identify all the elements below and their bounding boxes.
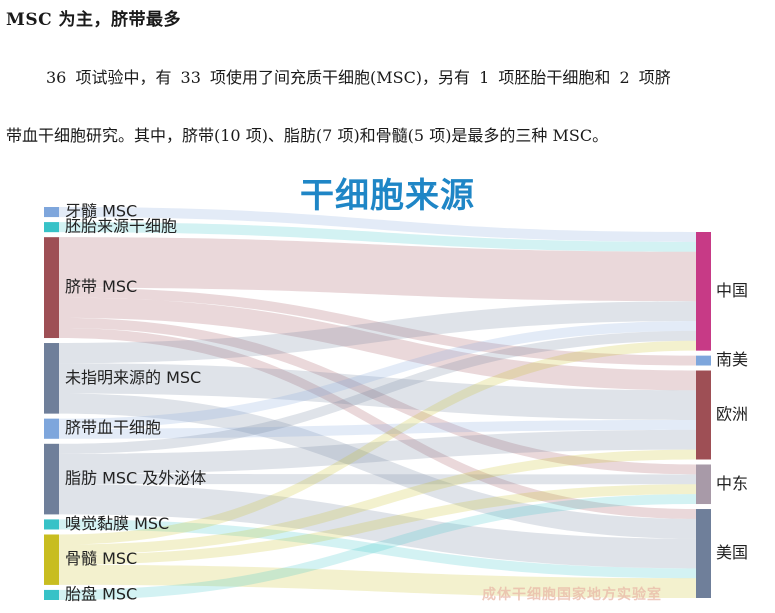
target-node [696,509,711,598]
sankey-link [59,474,696,485]
sankey-link [59,287,696,366]
sankey-link [59,519,696,579]
sankey-link [59,297,696,391]
watermark: 成体干细胞国家地方实验室 [482,587,662,603]
sankey-link [59,484,696,569]
sankey-link [59,393,696,539]
target-node [696,355,711,366]
sankey-link [59,320,696,429]
source-node [44,418,59,439]
source-label: 骨髓 MSC [65,549,137,568]
sankey-link [59,449,696,555]
target-label: 美国 [716,543,748,562]
source-label: 嗅觉黏膜 MSC [65,514,169,533]
sankey-link [59,301,696,364]
sankey-link [59,484,696,565]
target-node [696,464,711,505]
target-label: 中国 [716,281,748,300]
source-label: 脐带 MSC [65,277,137,296]
source-label: 胎盘 MSC [65,584,137,603]
source-node [44,589,59,600]
source-label: 未指明来源的 MSC [65,368,201,387]
sankey-link [59,419,696,439]
paragraph-line-1: 36 项试验中，有 33 项使用了间充质干细胞(MSC)，另有 1 项胚胎干细胞… [46,68,671,87]
target-node [696,370,711,460]
source-node [44,222,59,233]
source-node [44,443,59,515]
sankey-link [59,207,696,242]
source-node [44,534,59,585]
sankey-link [59,340,696,545]
sankey-link [59,494,696,600]
sankey-link [59,363,696,420]
target-label: 南美 [716,350,748,369]
sankey-link [59,330,696,454]
paragraph-line-2: 带血干细胞研究。其中，脐带(10 项)、脂肪(7 项)和骨髓(5 项)是最多的三… [6,126,609,145]
sankey-link [59,222,696,252]
sankey-link [59,429,696,475]
source-node [44,237,59,339]
sankey-link [59,237,696,302]
source-node [44,207,59,218]
source-label: 脂肪 MSC 及外泌体 [65,469,206,488]
target-label: 中东 [716,474,748,493]
target-node [696,232,711,351]
section-heading: MSC 为主，脐带最多 [6,10,182,30]
source-label: 胚胎来源干细胞 [65,217,177,236]
sankey-link [59,564,696,598]
target-label: 欧洲 [716,405,748,424]
source-node [44,519,59,530]
source-label: 脐带血干细胞 [65,418,161,437]
sankey-links [59,207,696,600]
source-node [44,343,59,414]
sankey-link [59,317,696,475]
chart-title: 干细胞来源 [300,176,475,216]
source-label: 牙髓 MSC [65,202,137,221]
sankey-link [59,327,696,519]
